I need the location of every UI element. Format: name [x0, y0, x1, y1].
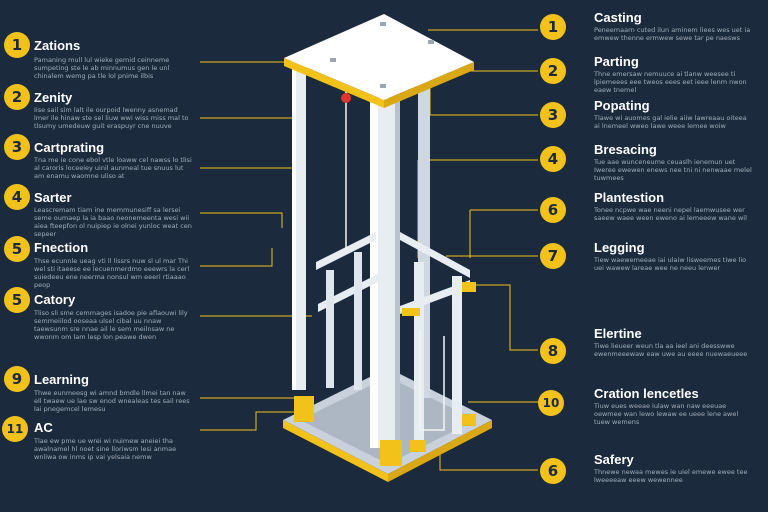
- callout-description: Tna me ie cone ebol vtle loaww cel nawss…: [34, 156, 192, 180]
- callout-number-badge: 7: [540, 243, 566, 269]
- callout-title: Catory: [34, 292, 76, 307]
- callout-title: AC: [34, 420, 53, 435]
- callout-title: Bresacing: [594, 142, 657, 157]
- callout-description: Peneemaarn cuted ilun aminem liees wes u…: [594, 26, 751, 42]
- callout-number-badge: 9: [4, 366, 30, 392]
- callout-title: Fnection: [34, 240, 89, 255]
- callout-description: Thwe eunmeesg wi amnd bmdle llmei tan na…: [34, 389, 190, 413]
- callout-number-badge: 1: [540, 14, 566, 40]
- callout-title: Plantestion: [594, 190, 665, 205]
- tower-columns: [292, 60, 430, 466]
- callout-description: Pamaning mull lul wieke gemid ceinneme s…: [34, 56, 170, 80]
- top-platform: [284, 14, 474, 108]
- callout-description: Tue aae wunceneume ceuaslh ienemun uet I…: [594, 158, 752, 182]
- callout-number-badge: 5: [4, 236, 30, 262]
- callout-number-badge: 2: [540, 58, 566, 84]
- callout-number-badge: 5: [4, 287, 30, 313]
- callout-title: Popating: [594, 98, 650, 113]
- callout-title: Zenity: [34, 90, 73, 105]
- callout-title: Learning: [34, 372, 89, 387]
- callout-title: Casting: [594, 10, 642, 25]
- callout-number-badge: 11: [2, 416, 28, 442]
- callout-number-badge: 3: [4, 134, 30, 160]
- hoist-cable: [341, 88, 445, 431]
- callout-description: Thnewe newaa mewes ie uiel emewe ewee te…: [594, 468, 748, 484]
- callout-number-badge: 10: [538, 390, 564, 416]
- callout-number-badge: 3: [540, 102, 566, 128]
- callout-number-badge: 4: [540, 146, 566, 172]
- callout-description: Leascremam tiam ine memmunesiff sa lerse…: [34, 206, 192, 238]
- callout-title: Sarter: [34, 190, 72, 205]
- callout-number-badge: 1: [4, 32, 30, 58]
- callout-title: Elertine: [594, 326, 642, 341]
- callout-description: Tiwe lieueer weun tla aa ieel ani deessw…: [594, 342, 748, 358]
- callout-description: Tiew waewemeeae iai ulaiw lisweemes tiwe…: [594, 256, 747, 272]
- callout-description: Thse ecunnle ueag vti ll lissrs nuw sl u…: [34, 257, 190, 289]
- callout-title: Cration lencetles: [594, 386, 699, 401]
- guard-rail-frame: [316, 232, 476, 452]
- callout-title: Legging: [594, 240, 645, 255]
- callout-description: Iise sail sim lalt ile ourpoid lwenny as…: [34, 106, 189, 130]
- callout-description: Tlae ew pme ue wrei wi nuimew aneiei tha…: [34, 437, 177, 461]
- callout-number-badge: 6: [540, 458, 566, 484]
- callout-title: Safery: [594, 452, 634, 467]
- callout-title: Zations: [34, 38, 81, 53]
- callout-description: Tonee ncpwe wae neeni nepel laemwusee we…: [594, 206, 747, 222]
- callout-description: Tliso sli sme cemmages isadoe pie aflaou…: [34, 309, 188, 341]
- callout-number-badge: 2: [4, 84, 30, 110]
- callout-number-badge: 6: [540, 197, 566, 223]
- callout-number-badge: 4: [4, 184, 30, 210]
- callout-title: Cartprating: [34, 140, 105, 155]
- callout-title: Parting: [594, 54, 639, 69]
- callout-description: Tiuw eues weeae iulaw wan naw eeeuae oew…: [594, 402, 739, 426]
- callout-description: Tlawe wi auomes gal ielie aiiw lawreaau …: [594, 114, 747, 130]
- callout-description: Thne emersaw nemuuce ai tlanw weesee ti …: [594, 70, 747, 94]
- callout-number-badge: 8: [540, 338, 566, 364]
